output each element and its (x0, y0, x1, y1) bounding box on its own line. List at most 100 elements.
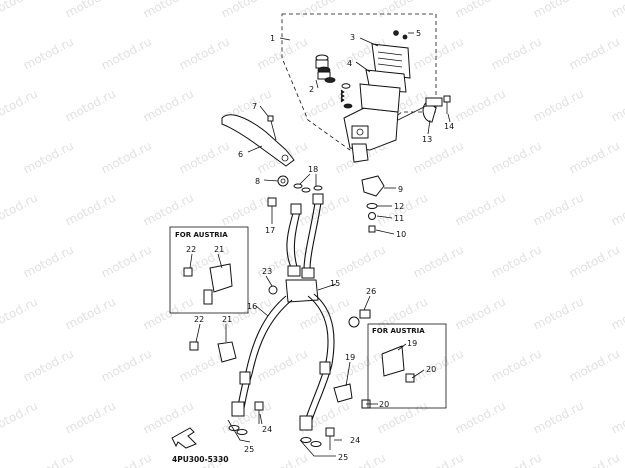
callout-1: 1 (270, 34, 275, 43)
callout-13: 13 (422, 135, 432, 144)
watermark-text: motod.ru (609, 398, 625, 436)
callout-10: 10 (396, 230, 406, 239)
switch-washer (366, 203, 378, 209)
leader-lines (189, 32, 451, 457)
watermark-text: motod.ru (21, 34, 76, 72)
watermark-text: motod.ru (489, 346, 544, 384)
watermark-text: motod.ru (141, 86, 196, 124)
callout-box2-19: 19 (407, 339, 417, 348)
brake-light-switch (361, 175, 385, 197)
watermark-text: motod.ru (609, 294, 625, 332)
watermark-text: motod.ru (141, 0, 196, 21)
callout-7: 7 (252, 102, 257, 111)
switch-nut (368, 212, 376, 220)
callout-11: 11 (394, 214, 404, 223)
master-cylinder-body (343, 83, 401, 163)
watermark-text: motod.ru (531, 398, 586, 436)
right-hose-fittings (299, 361, 331, 431)
callout-14: 14 (444, 122, 454, 131)
watermark-text: motod.ru (99, 346, 154, 384)
union-bolt (267, 197, 277, 216)
watermark-text: motod.ru (567, 346, 622, 384)
watermark-text: motod.ru (63, 398, 118, 436)
watermark-text: motod.ru (489, 242, 544, 280)
watermark-text: motod.ru (99, 242, 154, 280)
watermark-text: motod.ru (489, 34, 544, 72)
piston-kit (315, 54, 353, 109)
callout-12: 12 (394, 202, 404, 211)
watermark-text: motod.ru (255, 450, 310, 468)
lever-bolt (267, 115, 277, 141)
callout-mid-20: 20 (379, 400, 389, 409)
callout-18: 18 (308, 165, 318, 174)
watermark-text: motod.ru (177, 34, 232, 72)
austria-detail-box-left (169, 226, 249, 314)
watermark-text: motod.ru (489, 138, 544, 176)
watermark-text: motod.ru (489, 450, 544, 468)
callout-9: 9 (398, 185, 403, 194)
lever-nut (277, 175, 289, 187)
forward-arrow-icon (171, 427, 197, 449)
copper-washers (293, 183, 323, 193)
watermark-text: motod.ru (453, 86, 508, 124)
callout-23: 23 (262, 267, 272, 276)
watermark-text: motod.ru (453, 294, 508, 332)
brake-lever (221, 114, 295, 167)
watermark-text: motod.ru (0, 0, 40, 21)
watermark-text: motod.ru (567, 450, 622, 468)
austria-detail-box-right (367, 323, 447, 409)
right-washers (300, 437, 322, 447)
hose-clamp-bolt (348, 309, 371, 328)
watermark-text: motod.ru (411, 346, 466, 384)
watermark-text: motod.ru (63, 190, 118, 228)
callout-left-24: 24 (262, 425, 272, 434)
callout-box1-21: 21 (214, 245, 224, 254)
watermark-text: motod.ru (99, 138, 154, 176)
callout-2: 2 (309, 85, 314, 94)
diagram-code: 4PU300-5330 (172, 455, 228, 464)
watermark-text: motod.ru (21, 346, 76, 384)
austria-box-left-title: FOR AUSTRIA (175, 231, 228, 239)
callout-mid-22: 22 (194, 315, 204, 324)
watermark-text: motod.ru (63, 86, 118, 124)
watermark-text: motod.ru (141, 294, 196, 332)
callout-mid-21: 21 (222, 315, 232, 324)
watermark-text: motod.ru (567, 242, 622, 280)
hose-holder-left (189, 341, 237, 363)
watermark-text: motod.ru (531, 0, 586, 21)
callout-8: 8 (255, 177, 260, 186)
watermark-text: motod.ru (453, 190, 508, 228)
watermark-text: motod.ru (63, 294, 118, 332)
watermark-text: motod.ru (453, 0, 508, 21)
right-union-bolt (325, 427, 335, 450)
callout-right-25: 25 (338, 453, 348, 462)
callout-6: 6 (238, 150, 243, 159)
watermark-text: motod.ru (531, 294, 586, 332)
watermark-text: motod.ru (411, 138, 466, 176)
watermark-text: motod.ru (21, 138, 76, 176)
watermark-text: motod.ru (0, 86, 40, 124)
watermark-text: motod.ru (0, 398, 40, 436)
watermark-text: motod.ru (333, 242, 388, 280)
watermark-text: motod.ru (531, 86, 586, 124)
watermark-text: motod.ru (177, 138, 232, 176)
watermark-text: motod.ru (453, 398, 508, 436)
hose-fitting (287, 193, 324, 279)
callout-17: 17 (265, 226, 275, 235)
watermark-text: motod.ru (411, 34, 466, 72)
watermark-text: motod.ru (375, 0, 430, 21)
joint-bolt (268, 285, 278, 295)
watermark-text: motod.ru (297, 0, 352, 21)
callout-box2-20: 20 (426, 365, 436, 374)
handlebar-holder (422, 97, 443, 123)
brake-hose-joint (285, 279, 319, 303)
watermark-text: motod.ru (609, 86, 625, 124)
watermark-text: motod.ru (411, 242, 466, 280)
watermark-text: motod.ru (0, 190, 40, 228)
callout-5: 5 (416, 29, 421, 38)
callout-box1-22: 22 (186, 245, 196, 254)
holder-bolt (443, 95, 451, 114)
